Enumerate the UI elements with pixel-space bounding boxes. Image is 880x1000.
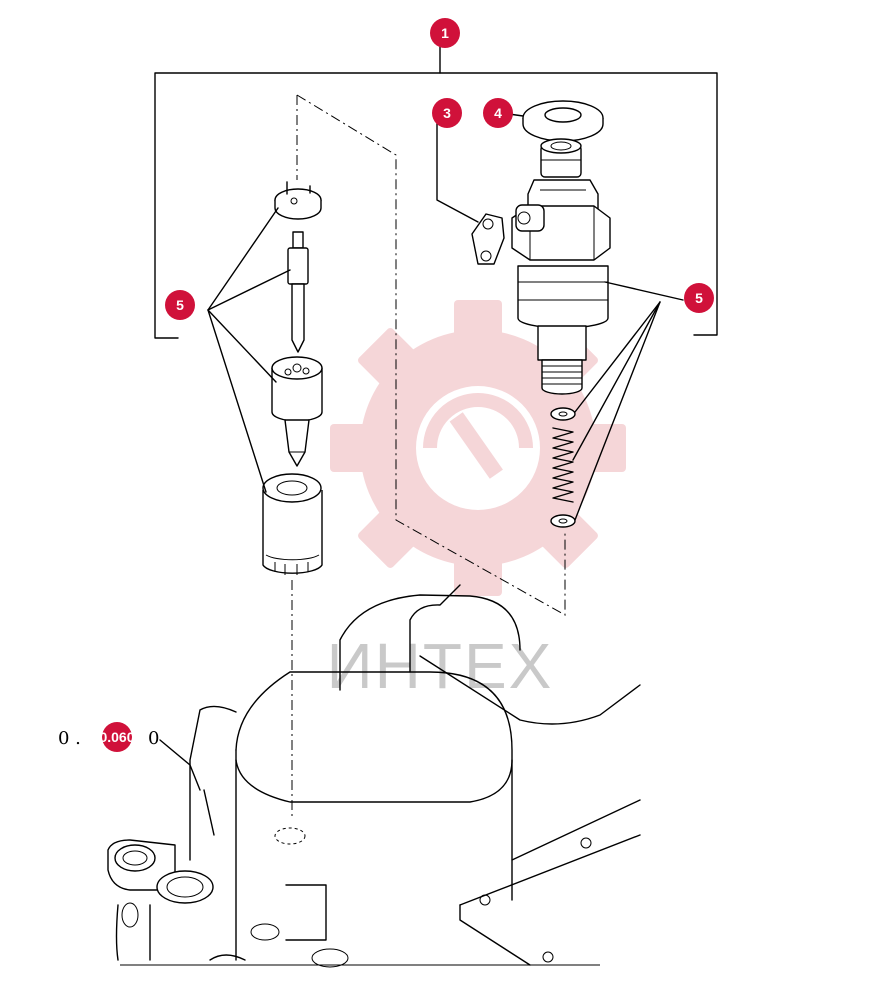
nozzle-needle-part bbox=[287, 231, 309, 353]
group-bracket bbox=[154, 46, 718, 339]
reference-leader bbox=[159, 739, 201, 791]
callout-5-right[interactable]: 5 bbox=[684, 283, 714, 313]
clamp-part bbox=[471, 213, 505, 265]
svg-text:1: 1 bbox=[441, 25, 449, 41]
svg-text:4: 4 bbox=[494, 105, 502, 121]
svg-text:5: 5 bbox=[695, 290, 703, 306]
callout-1[interactable]: 1 bbox=[430, 18, 460, 48]
reference-callout[interactable]: 0.060 bbox=[99, 722, 135, 752]
engine-head-drawing bbox=[107, 584, 641, 968]
nozzle-body-part bbox=[271, 356, 323, 467]
svg-text:5: 5 bbox=[176, 297, 184, 313]
svg-text:3: 3 bbox=[443, 105, 451, 121]
reference-prefix: 0 . bbox=[58, 728, 81, 749]
washer-part bbox=[522, 100, 604, 142]
svg-text:0.060: 0.060 bbox=[99, 729, 134, 745]
retaining-nut-part bbox=[262, 473, 323, 575]
shim-spring-part bbox=[550, 407, 576, 528]
watermark-text: ИНТЕХ bbox=[327, 630, 554, 702]
spring-seat-part bbox=[274, 181, 322, 220]
leader-lines bbox=[207, 113, 684, 521]
callout-3[interactable]: 3 bbox=[432, 98, 462, 128]
assembly-lines bbox=[291, 94, 566, 820]
callout-5-left[interactable]: 5 bbox=[165, 290, 195, 320]
watermark-gear-icon bbox=[330, 300, 626, 596]
reference-suffix: 0 bbox=[148, 728, 159, 749]
callout-4[interactable]: 4 bbox=[483, 98, 513, 128]
injector-body-part bbox=[511, 138, 611, 395]
